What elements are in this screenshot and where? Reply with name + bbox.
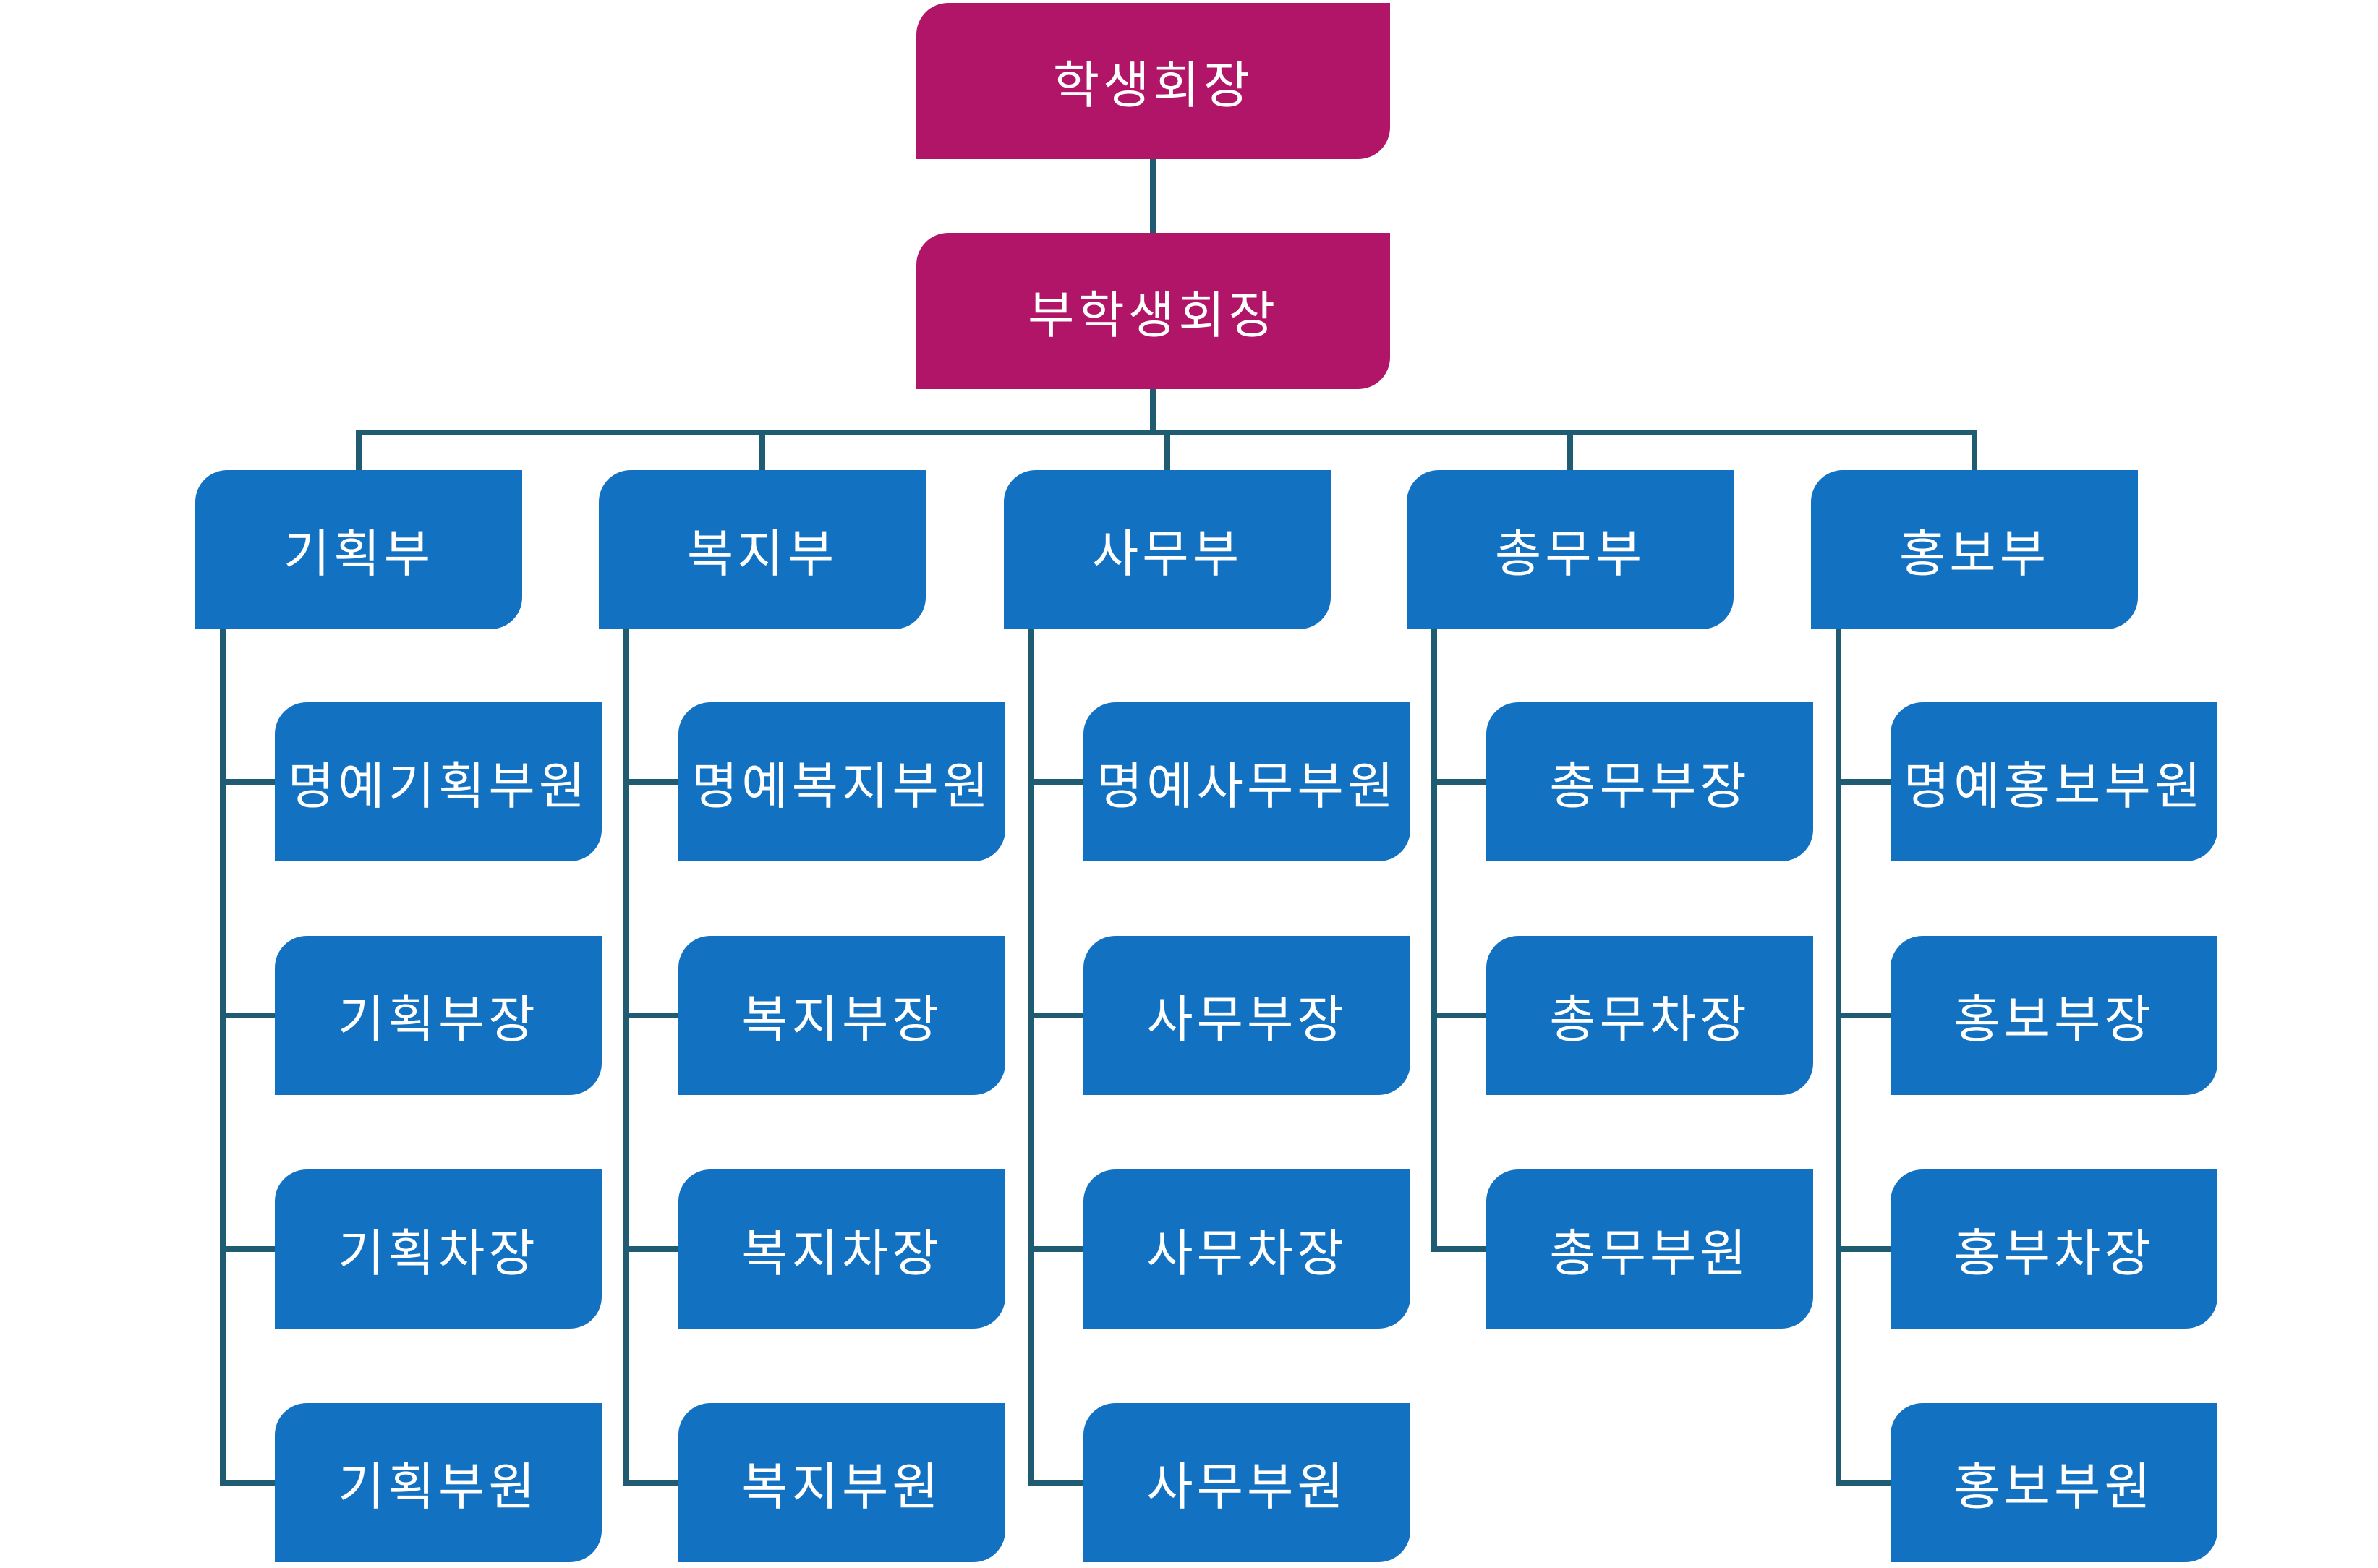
member-node-2-2: 복지부장 — [678, 936, 1005, 1095]
trunk-line-4 — [1431, 629, 1437, 1252]
trunk-line-3 — [1028, 629, 1034, 1486]
dept-node-3: 사무부 — [1004, 470, 1331, 629]
dept-node-2: 복지부 — [599, 470, 926, 629]
trunk-line-5 — [1836, 629, 1841, 1486]
member-node-3-3: 사무차장 — [1083, 1169, 1410, 1329]
stub-line-4-1 — [1431, 779, 1486, 785]
stub-line-5-4 — [1836, 1480, 1891, 1486]
department-rail-line — [356, 430, 1977, 435]
member-node-1-1: 명예기획부원 — [275, 702, 602, 861]
vice-rail-connector-line — [1150, 389, 1156, 435]
stub-line-3-3 — [1028, 1246, 1083, 1252]
stub-line-4-3 — [1431, 1246, 1486, 1252]
drop-line-2 — [759, 435, 765, 470]
drop-line-4 — [1567, 435, 1573, 470]
stub-line-3-2 — [1028, 1013, 1083, 1018]
member-node-5-2: 홍보부장 — [1891, 936, 2217, 1095]
trunk-line-2 — [623, 629, 629, 1486]
member-node-3-2: 사무부장 — [1083, 936, 1410, 1095]
stub-line-2-4 — [623, 1480, 678, 1486]
dept-node-4: 총무부 — [1407, 470, 1734, 629]
stub-line-5-3 — [1836, 1246, 1891, 1252]
president-node: 학생회장 — [916, 3, 1390, 159]
stub-line-5-1 — [1836, 779, 1891, 785]
dept-node-5: 홍보부 — [1811, 470, 2138, 629]
stub-line-1-3 — [220, 1246, 275, 1252]
member-node-1-2: 기획부장 — [275, 936, 602, 1095]
stub-line-2-3 — [623, 1246, 678, 1252]
member-node-5-3: 홍부차장 — [1891, 1169, 2217, 1329]
member-node-2-1: 명예복지부원 — [678, 702, 1005, 861]
stub-line-4-2 — [1431, 1013, 1486, 1018]
stub-line-3-4 — [1028, 1480, 1083, 1486]
vice-president-node: 부학생회장 — [916, 233, 1390, 389]
trunk-line-1 — [220, 629, 226, 1486]
drop-line-1 — [356, 435, 362, 470]
stub-line-1-4 — [220, 1480, 275, 1486]
member-node-4-2: 총무차장 — [1486, 936, 1813, 1095]
member-node-4-1: 총무부장 — [1486, 702, 1813, 861]
president-vice-connector-line — [1150, 159, 1156, 233]
stub-line-2-1 — [623, 779, 678, 785]
stub-line-3-1 — [1028, 779, 1083, 785]
stub-line-5-2 — [1836, 1013, 1891, 1018]
stub-line-2-2 — [623, 1013, 678, 1018]
drop-line-3 — [1164, 435, 1170, 470]
dept-node-1: 기획부 — [195, 470, 522, 629]
member-node-1-3: 기획차장 — [275, 1169, 602, 1329]
member-node-5-1: 명예홍보부원 — [1891, 702, 2217, 861]
stub-line-1-1 — [220, 779, 275, 785]
stub-line-1-2 — [220, 1013, 275, 1018]
member-node-3-1: 명예사무부원 — [1083, 702, 1410, 861]
member-node-2-3: 복지차장 — [678, 1169, 1005, 1329]
member-node-2-4: 복지부원 — [678, 1403, 1005, 1562]
drop-line-5 — [1972, 435, 1977, 470]
member-node-5-4: 홍보부원 — [1891, 1403, 2217, 1562]
member-node-3-4: 사무부원 — [1083, 1403, 1410, 1562]
member-node-4-3: 총무부원 — [1486, 1169, 1813, 1329]
member-node-1-4: 기획부원 — [275, 1403, 602, 1562]
